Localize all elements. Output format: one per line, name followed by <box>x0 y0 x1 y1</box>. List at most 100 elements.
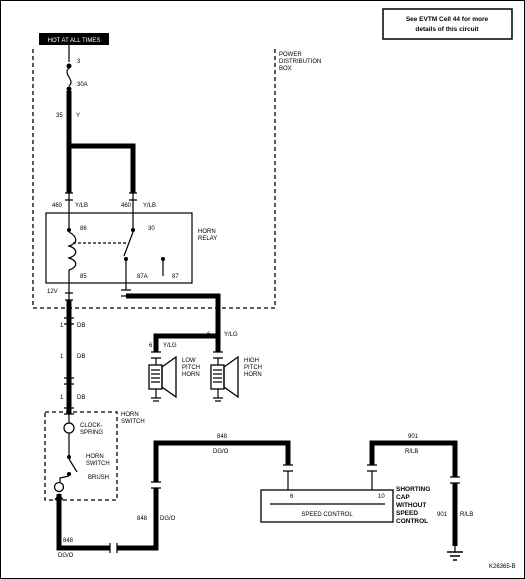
note-line1: See EVTM Cell 44 for more <box>406 16 489 23</box>
clockspring-2: SPRING <box>80 430 103 436</box>
wire-901-top <box>369 440 458 477</box>
low-horn-1: LOW <box>182 358 196 364</box>
fuse-terminal-top <box>66 63 72 69</box>
w848-side-color: DG/O <box>160 516 176 522</box>
cap-3: WITHOUT <box>396 502 426 509</box>
db3-color: DB <box>77 395 85 401</box>
relay-contact-arm <box>123 231 134 257</box>
connector-db-1 <box>64 317 74 325</box>
w848-top-color: DG/O <box>213 449 229 455</box>
switch-blade <box>68 458 78 473</box>
connector-848-bottom <box>109 543 118 553</box>
fuse-terminal-bottom <box>66 86 72 92</box>
ground-symbol <box>447 546 463 561</box>
low-horn-3: HORN <box>182 372 200 378</box>
pin-12v: 12V <box>47 289 58 295</box>
cap-1: SHORTING <box>396 486 430 493</box>
pin-6: 6 <box>290 494 294 500</box>
pin-86: 86 <box>80 226 87 232</box>
connector-460-left <box>65 192 73 201</box>
cap-2: CAP <box>396 494 410 501</box>
fuse-rating: 30A <box>77 82 88 88</box>
connector-901 <box>450 476 460 484</box>
horn-switch-title-1: HORN <box>121 412 139 418</box>
pdb-outline <box>32 49 276 309</box>
horn-sw-2: SWITCH <box>86 461 110 467</box>
high-horn-1: HIGH <box>244 358 259 364</box>
wire-6-low <box>153 333 218 352</box>
wire-848-top <box>153 440 291 482</box>
hot-label: HOT AT ALL TIMES <box>48 38 101 44</box>
cap-5: CONTROL <box>396 518 428 525</box>
speed-control-module <box>260 489 394 523</box>
wire-35-color: Y <box>76 113 80 119</box>
pin-30-dot <box>131 228 135 232</box>
horn-relay <box>45 212 193 284</box>
db2-num: 1 <box>60 354 64 360</box>
w901-top-num: 901 <box>408 434 419 440</box>
fuse-number: 3 <box>77 59 81 65</box>
connector-848-side <box>151 481 161 489</box>
relay-title-1: HORN <box>198 229 216 235</box>
w848-top-num: 848 <box>217 434 228 440</box>
pin-30: 30 <box>148 226 155 232</box>
pdb-title-3: BOX <box>279 66 292 72</box>
brush-symbol <box>53 481 65 493</box>
connector-db-2 <box>64 377 74 385</box>
pdb-title-2: DISTRIBUTION <box>279 59 321 65</box>
note-line2: details of this circuit <box>415 26 479 33</box>
wire-35-num: 35 <box>56 113 63 119</box>
low-horn-2: PITCH <box>182 365 200 371</box>
db1-color: DB <box>77 323 85 329</box>
high-horn-2: PITCH <box>244 365 262 371</box>
high-horn-3: HORN <box>244 372 262 378</box>
w901-side-num: 901 <box>437 512 448 518</box>
db2-color: DB <box>77 354 85 360</box>
db3-num: 1 <box>60 395 64 401</box>
pdb-title-1: POWER <box>279 52 302 58</box>
pin-87: 87 <box>172 274 179 280</box>
wire-848-bottom <box>56 494 110 551</box>
w901-top-color: R/LB <box>405 449 418 455</box>
wire-848-side <box>117 488 159 551</box>
pin-87a-dot <box>124 257 128 261</box>
speed-control-label: SPEED CONTROL <box>301 512 353 518</box>
figure-code: K26365-B <box>489 564 516 570</box>
relay-coil <box>67 231 77 271</box>
relay-title-2: RELAY <box>198 236 217 242</box>
horn-switch-title-2: SWITCH <box>121 419 145 425</box>
clockspring-1: CLOCK- <box>80 423 103 429</box>
brush-label: BRUSH <box>88 475 109 481</box>
wire-460-right-num: 460 <box>121 203 132 209</box>
low-pitch-horn <box>148 351 177 402</box>
w848-bot-color: DG/O <box>58 553 74 559</box>
low-wire-color: Y/LG <box>163 343 177 349</box>
wire-460-left-num: 460 <box>52 203 63 209</box>
note-box <box>382 8 513 40</box>
pin-10: 10 <box>378 494 385 500</box>
connector-12v <box>65 292 73 301</box>
connector-pin10 <box>367 464 377 472</box>
hot-bar <box>39 33 109 45</box>
low-wire-num: 6 <box>149 343 153 349</box>
high-pitch-horn <box>210 351 239 402</box>
fuse-element <box>66 67 72 87</box>
cap-4: SPEED <box>396 510 418 517</box>
pin-85: 85 <box>80 274 87 280</box>
wire-460-left-color: Y/LB <box>75 203 88 209</box>
high-wire-num: 6 <box>207 332 211 338</box>
horn-switch-box <box>44 411 118 501</box>
wire-460-branch <box>69 143 136 193</box>
connector-pin6 <box>283 464 293 472</box>
wire-6-high <box>126 293 221 352</box>
w901-side-color: R/LB <box>460 512 473 518</box>
switch-contact-top <box>67 455 71 459</box>
db1-num: 1 <box>60 323 64 329</box>
wire-460-right-color: Y/LB <box>143 203 156 209</box>
high-wire-color: Y/LG <box>224 332 238 338</box>
horn-sw-1: HORN <box>86 454 104 460</box>
pin-87-dot <box>161 257 165 261</box>
w848-bot-num: 848 <box>63 538 74 544</box>
